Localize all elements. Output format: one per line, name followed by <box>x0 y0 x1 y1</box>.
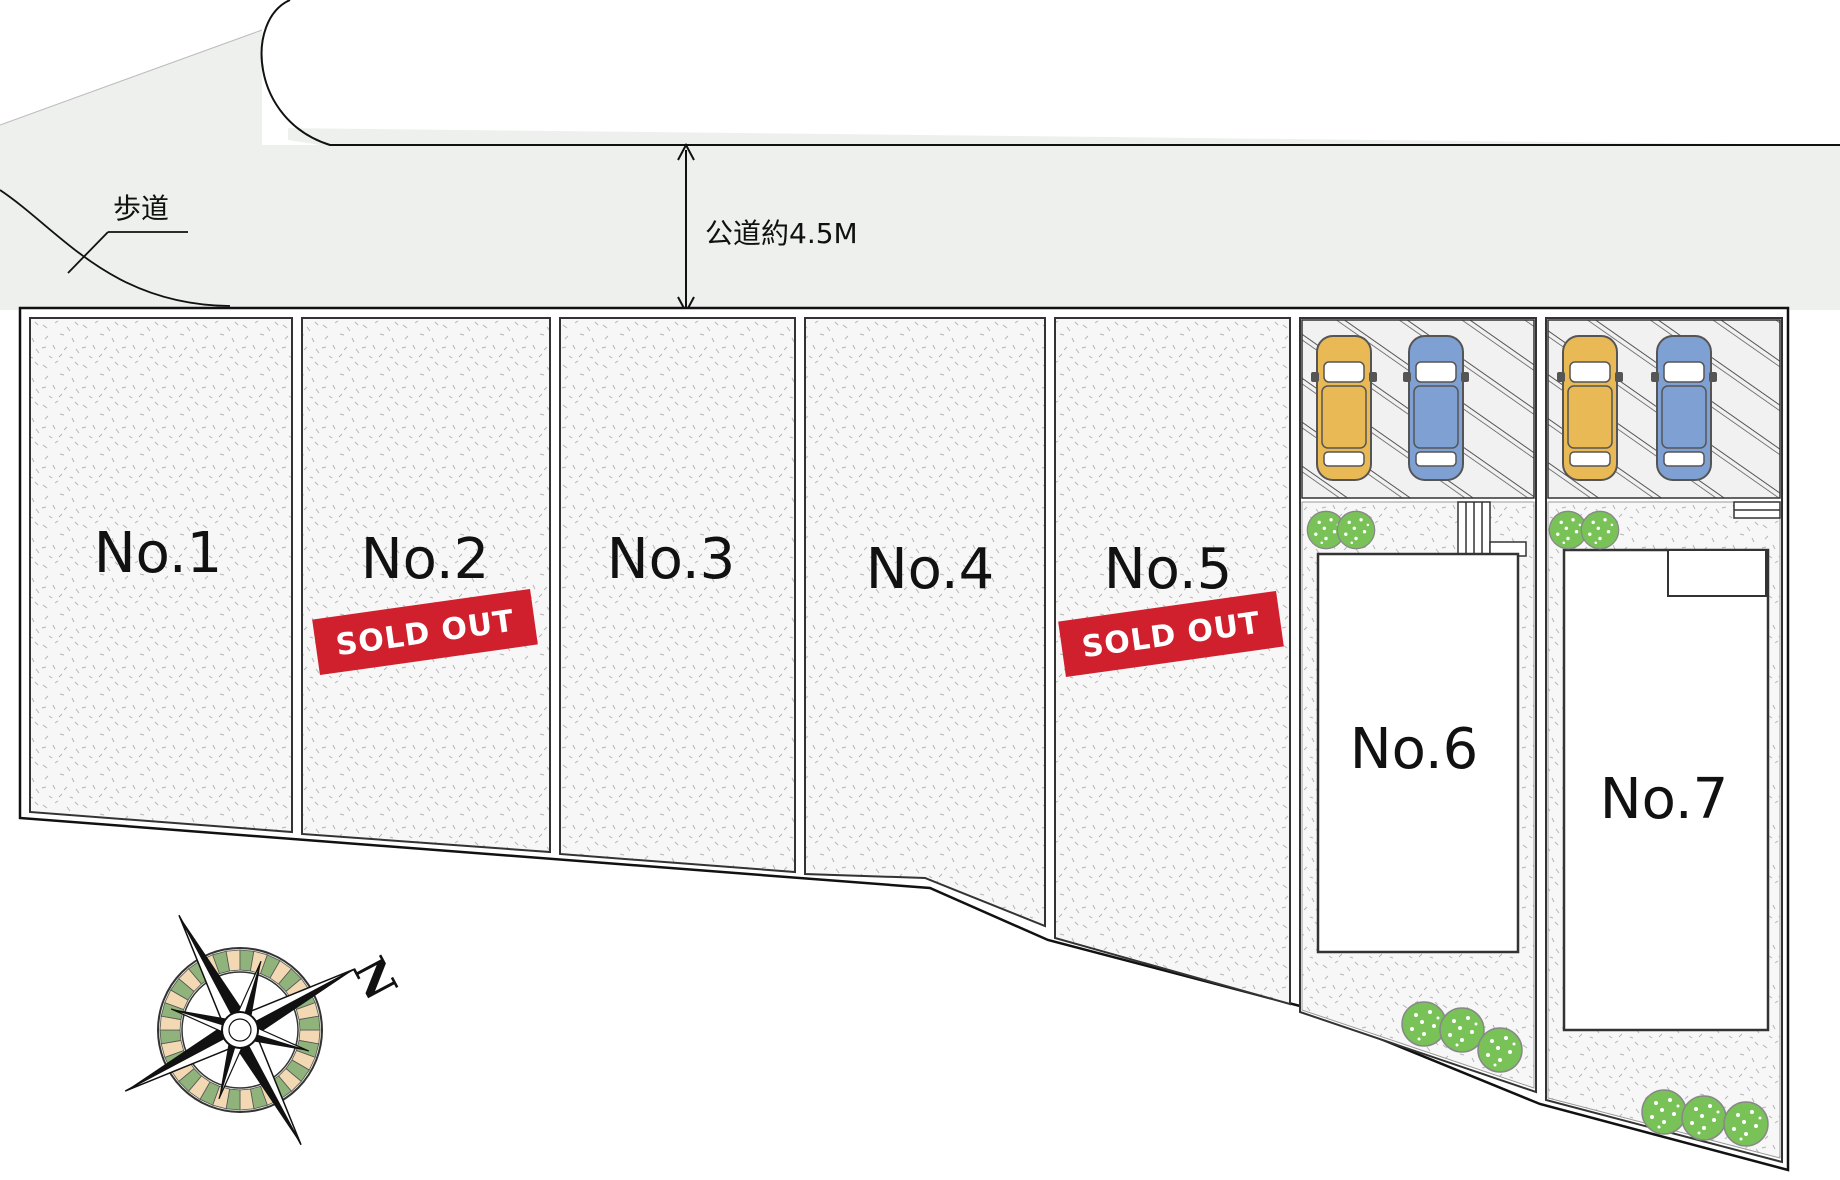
lot-label-3: No.3 <box>607 527 736 592</box>
sidewalk-callout: 歩道 <box>67 192 188 274</box>
compass-rose: N <box>124 914 406 1146</box>
car-icon <box>1650 335 1718 481</box>
public-road <box>0 0 1840 310</box>
parking-area-7 <box>1547 319 1781 499</box>
lot-labels: No.1 No.2 No.3 No.4 No.5 No.6 No.7 <box>94 521 1729 832</box>
lot-label-6: No.6 <box>1350 717 1479 782</box>
road-width-dimension: 公道約4.5M <box>677 142 858 315</box>
road-width-label: 公道約4.5M <box>705 217 858 250</box>
lot-label-2: No.2 <box>361 527 490 592</box>
sidewalk-label: 歩道 <box>113 192 169 225</box>
lot-parcel-2[interactable] <box>301 317 551 854</box>
parking-area-6 <box>1301 319 1535 499</box>
lot-label-4: No.4 <box>866 537 995 602</box>
car-icon <box>1402 335 1470 481</box>
steps-6 <box>1457 501 1527 557</box>
lot-label-5: No.5 <box>1104 537 1233 602</box>
lot-parcel-1[interactable] <box>29 317 293 834</box>
north-label: N <box>342 949 406 1008</box>
steps-7 <box>1733 501 1781 519</box>
lot-label-1: No.1 <box>94 521 223 586</box>
lot-label-7: No.7 <box>1600 767 1729 832</box>
lot-parcel-3[interactable] <box>559 317 796 874</box>
sold-out-badge-2: SOLD OUT <box>312 588 538 676</box>
lot-parcel-4[interactable] <box>804 317 1046 928</box>
house-footprint-7 <box>1562 548 1770 1032</box>
house-footprint-6 <box>1316 552 1520 954</box>
car-icon <box>1310 335 1378 481</box>
compass-ring-segment <box>298 1015 321 1031</box>
car-icon <box>1556 335 1624 481</box>
